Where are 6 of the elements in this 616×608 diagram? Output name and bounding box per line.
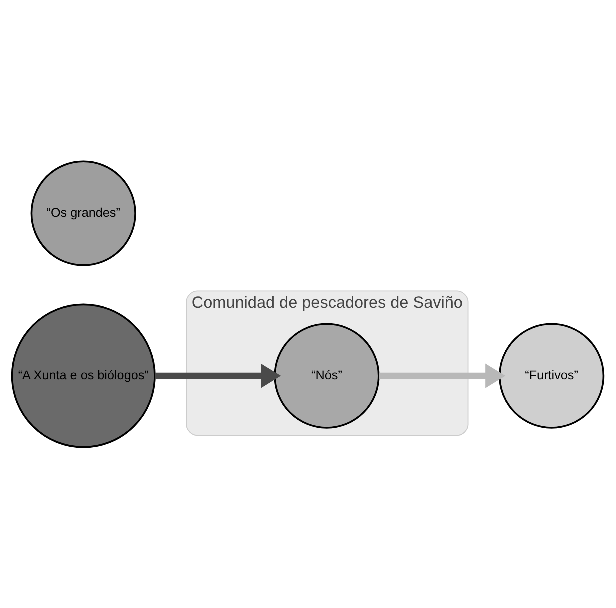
arrow (379, 363, 506, 388)
node-circle: “A Xunta e os biólogos” (11, 303, 156, 448)
node-circle: “Nós” (274, 322, 380, 428)
node-circle: “Os grandes” (30, 160, 136, 266)
arrow (155, 363, 282, 388)
node-circle: “Furtivos” (498, 322, 605, 428)
